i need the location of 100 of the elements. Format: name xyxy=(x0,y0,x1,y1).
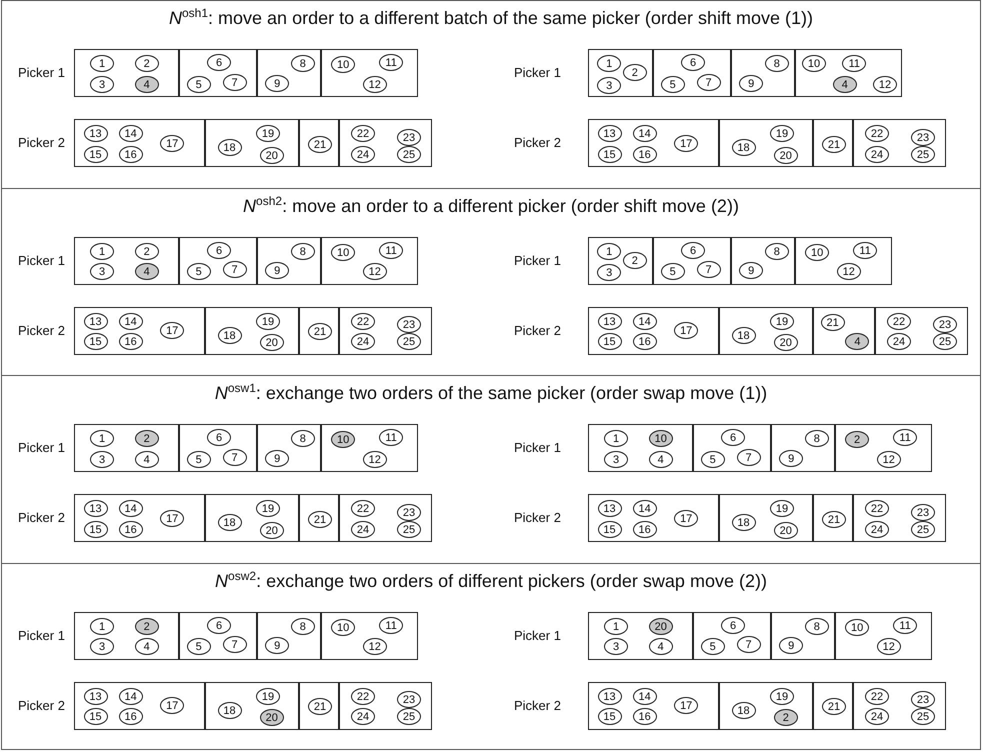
order-ellipse: 12 xyxy=(876,638,901,656)
order-ellipse: 15 xyxy=(84,520,108,538)
order-ellipse: 24 xyxy=(351,520,375,538)
batch-box xyxy=(298,494,340,542)
order-ellipse: 2 xyxy=(622,252,647,269)
picker-label: Picker 2 xyxy=(18,698,65,712)
order-ellipse: 3 xyxy=(90,263,114,280)
batch-box xyxy=(652,236,732,284)
order-ellipse: 23 xyxy=(397,504,421,521)
order-ellipse: 10 xyxy=(331,56,356,74)
batch-box xyxy=(298,306,340,354)
picker-label: Picker 1 xyxy=(514,65,561,80)
order-ellipse: 19 xyxy=(770,688,794,705)
order-ellipse: 25 xyxy=(397,708,421,726)
batch-box xyxy=(178,49,258,97)
batch-box xyxy=(730,49,796,97)
order-ellipse: 2 xyxy=(134,618,159,635)
order-ellipse: 4 xyxy=(648,450,673,468)
order-ellipse: 6 xyxy=(207,54,231,72)
order-ellipse: 12 xyxy=(836,263,861,280)
order-ellipse: 9 xyxy=(265,637,290,654)
order-ellipse: 24 xyxy=(865,708,889,726)
order-ellipse: 24 xyxy=(887,333,911,350)
order-ellipse: 5 xyxy=(186,76,211,93)
picker-label: Picker 1 xyxy=(514,252,561,268)
order-ellipse: 25 xyxy=(397,333,421,350)
picker-label: Picker 2 xyxy=(514,510,561,525)
order-ellipse: 18 xyxy=(218,326,242,344)
order-ellipse: 13 xyxy=(84,688,108,705)
order-ellipse: 13 xyxy=(598,312,622,330)
order-ellipse: 13 xyxy=(598,500,622,518)
batch-box xyxy=(178,612,258,660)
order-ellipse: 1 xyxy=(597,242,622,260)
batch-box xyxy=(298,682,340,730)
order-ellipse: 19 xyxy=(256,125,280,142)
batch-box xyxy=(256,612,322,660)
order-ellipse: 22 xyxy=(865,500,889,518)
order-ellipse: 8 xyxy=(290,55,315,72)
order-ellipse: 17 xyxy=(160,697,184,714)
order-ellipse: 17 xyxy=(674,697,698,714)
order-ellipse: 9 xyxy=(265,74,290,92)
order-ellipse: 16 xyxy=(632,708,657,726)
order-ellipse: 22 xyxy=(351,125,375,142)
order-ellipse: 17 xyxy=(160,322,184,340)
picker-label: Picker 2 xyxy=(18,510,65,525)
picker-label: Picker 2 xyxy=(514,322,561,338)
order-ellipse: 24 xyxy=(351,708,375,726)
order-ellipse: 4 xyxy=(648,638,673,656)
order-ellipse: 6 xyxy=(721,616,745,634)
order-ellipse: 12 xyxy=(876,450,901,468)
order-ellipse: 23 xyxy=(397,691,421,708)
order-ellipse: 5 xyxy=(660,76,685,93)
order-ellipse: 10 xyxy=(802,55,826,72)
order-ellipse: 11 xyxy=(379,616,404,634)
order-ellipse: 3 xyxy=(90,638,114,656)
order-ellipse: 10 xyxy=(331,618,356,636)
order-ellipse: 5 xyxy=(186,263,211,280)
order-ellipse: 17 xyxy=(674,322,698,340)
order-ellipse: 14 xyxy=(118,125,143,142)
order-ellipse: 1 xyxy=(90,55,114,72)
order-ellipse: 8 xyxy=(290,618,315,635)
batch-box xyxy=(718,682,814,730)
order-ellipse: 17 xyxy=(674,134,698,152)
order-ellipse: 20 xyxy=(774,146,798,164)
order-ellipse: 1 xyxy=(90,242,114,260)
order-ellipse: 15 xyxy=(598,520,622,538)
order-ellipse: 10 xyxy=(331,431,356,448)
picker-label: Picker 2 xyxy=(514,698,561,712)
panel-band xyxy=(1,0,981,188)
order-ellipse: 16 xyxy=(118,708,143,726)
order-ellipse: 11 xyxy=(379,429,404,446)
order-ellipse: 16 xyxy=(632,333,657,350)
picker-label: Picker 2 xyxy=(18,135,65,150)
order-ellipse: 19 xyxy=(770,125,794,142)
order-ellipse: 22 xyxy=(351,500,375,518)
panel-title: N$^{osh2}$: move an order to a different picker (order shift move (2)) xyxy=(243,196,739,216)
order-ellipse: 24 xyxy=(865,146,889,163)
order-ellipse: 18 xyxy=(732,326,756,344)
order-ellipse: 2 xyxy=(774,709,798,726)
order-ellipse: 4 xyxy=(134,450,159,468)
order-ellipse: 19 xyxy=(256,500,280,518)
order-ellipse: 13 xyxy=(84,125,108,142)
batch-box xyxy=(692,424,772,472)
batch-box xyxy=(812,494,854,542)
order-ellipse: 8 xyxy=(764,55,789,72)
batch-box xyxy=(718,494,814,542)
order-ellipse: 22 xyxy=(887,312,911,330)
order-ellipse: 8 xyxy=(764,242,789,260)
batch-box xyxy=(812,682,854,730)
batch-box xyxy=(718,119,814,167)
order-ellipse: 25 xyxy=(911,708,935,726)
order-ellipse: 24 xyxy=(351,146,375,163)
order-ellipse: 3 xyxy=(90,450,114,468)
order-ellipse: 9 xyxy=(739,262,764,280)
order-ellipse: 21 xyxy=(822,698,846,715)
order-ellipse: 6 xyxy=(681,54,705,72)
order-ellipse: 1 xyxy=(597,55,622,72)
order-ellipse: 14 xyxy=(632,312,657,330)
order-ellipse: 14 xyxy=(632,688,657,705)
order-ellipse: 25 xyxy=(397,146,421,163)
